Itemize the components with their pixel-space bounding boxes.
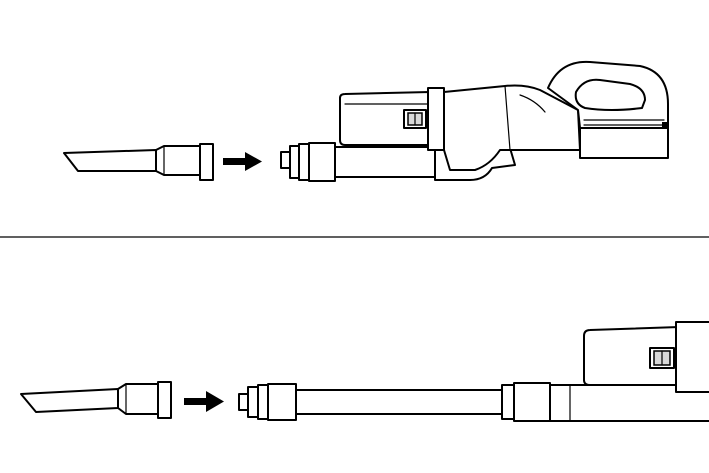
arrow-right-icon [184,391,224,412]
extension-wand-bottom [238,321,709,422]
bottom-panel [20,321,709,422]
handheld-vacuum-top [280,60,669,182]
crevice-tool-top [63,143,214,181]
arrow-right-icon [223,152,262,171]
crevice-tool-bottom [20,381,172,419]
top-panel [63,60,669,182]
